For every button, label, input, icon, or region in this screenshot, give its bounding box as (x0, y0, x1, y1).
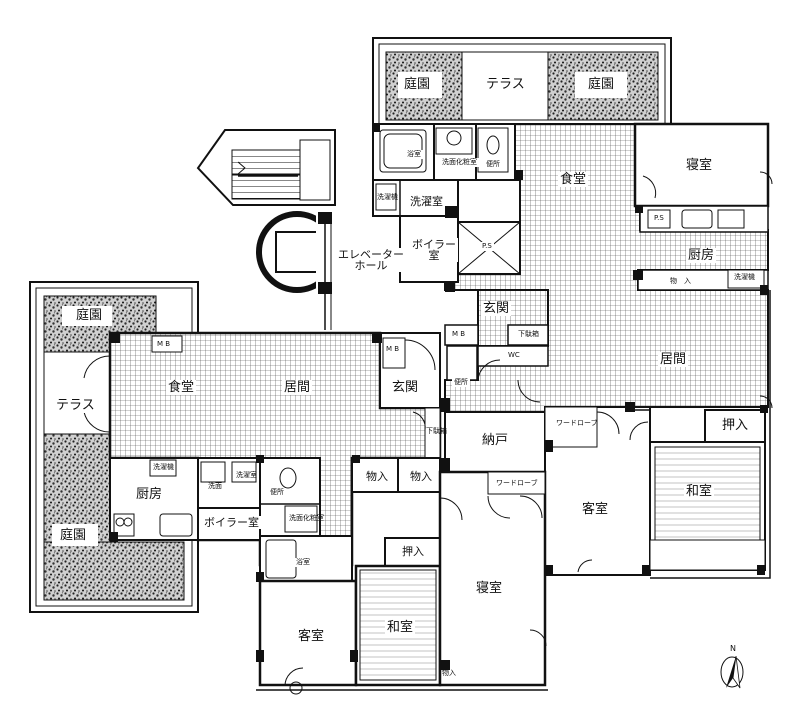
label-mb-east: M B (452, 330, 466, 338)
label-toilet-east: 便所 (452, 378, 470, 387)
label-washer-n: 洗濯機 (377, 193, 398, 201)
label-vanity-west2: 洗面化粧室 (289, 514, 324, 522)
label-bedroom-south: 寝室 (474, 581, 505, 596)
label-ps-shaft: P.S (480, 242, 494, 251)
label-closet-nando: 納戸 (480, 433, 511, 448)
label-shoebox-west: 下駄箱 (426, 427, 447, 435)
label-kitchen-west: 厨房 (134, 487, 165, 502)
label-entrance-west: 玄関 (390, 380, 421, 395)
label-dining-east: 食堂 (558, 172, 589, 187)
label-living-east: 居間 (658, 352, 689, 367)
label-storage-w3: 物入 (442, 669, 456, 677)
north-arrow-icon (720, 655, 744, 689)
label-wardrobe-2: ワードローブ (496, 479, 538, 487)
label-guest-west: 客室 (296, 629, 327, 644)
label-wc-east: WC (508, 351, 520, 359)
label-toilet-west: 便所 (268, 488, 286, 497)
label-wardrobe-1: ワードローブ (556, 419, 598, 427)
unit-east (372, 122, 773, 576)
label-storage-w1: 物入 (364, 470, 390, 483)
label-living-west: 居間 (282, 380, 313, 395)
label-garden-tr: 庭園 (588, 77, 615, 92)
label-garden-tl: 庭園 (404, 77, 431, 92)
label-boiler-west: ボイラー室 (202, 516, 261, 529)
label-storage-w2: 物入 (408, 470, 434, 483)
garden-north (372, 37, 672, 125)
label-mb-west2: M B (386, 345, 400, 353)
label-washer-west: 洗濯機 (153, 463, 174, 471)
label-north: N (730, 644, 736, 653)
label-terrace-west: テラス (54, 398, 97, 413)
label-garden-w2: 庭園 (58, 528, 89, 543)
columns (110, 124, 768, 670)
label-toilet-n: 便所 (484, 160, 502, 169)
label-boiler-n: ボイラー 室 (410, 238, 458, 262)
label-ps-kitchen: P.S (652, 214, 666, 223)
label-bath-west: 浴室 (294, 558, 312, 567)
label-bath-n: 浴室 (405, 150, 423, 159)
label-storage-east: 物 入 (668, 277, 693, 286)
label-washer-east: 洗濯機 (734, 273, 755, 281)
label-dining-west: 食堂 (166, 380, 197, 395)
label-vanity-n: 洗面化粧室 (440, 158, 479, 167)
elevator (256, 211, 342, 330)
label-oshiire-east: 押入 (720, 418, 751, 433)
bedroom-south (438, 470, 547, 687)
label-vanity-west: 洗面 (208, 482, 222, 490)
label-kitchen-east: 厨房 (686, 248, 717, 263)
label-laundry-west: 洗濯室 (236, 471, 257, 479)
label-terrace-top: テラス (486, 77, 525, 92)
label-oshiire-west: 押入 (400, 545, 426, 558)
label-garden-w1: 庭園 (74, 308, 105, 323)
label-guest-east: 客室 (580, 502, 611, 517)
label-laundry-n: 洗濯室 (408, 195, 445, 208)
stairwell (196, 129, 336, 206)
label-entrance-east: 玄関 (481, 301, 512, 316)
label-elevator-hall: エレベーター ホール (336, 248, 406, 272)
label-tatami-west: 和室 (385, 620, 416, 635)
label-mb-west: M B (157, 340, 171, 348)
label-bedroom-ne: 寝室 (684, 158, 715, 173)
label-shoebox-east: 下駄箱 (518, 330, 539, 338)
label-tatami-east: 和室 (684, 484, 715, 499)
